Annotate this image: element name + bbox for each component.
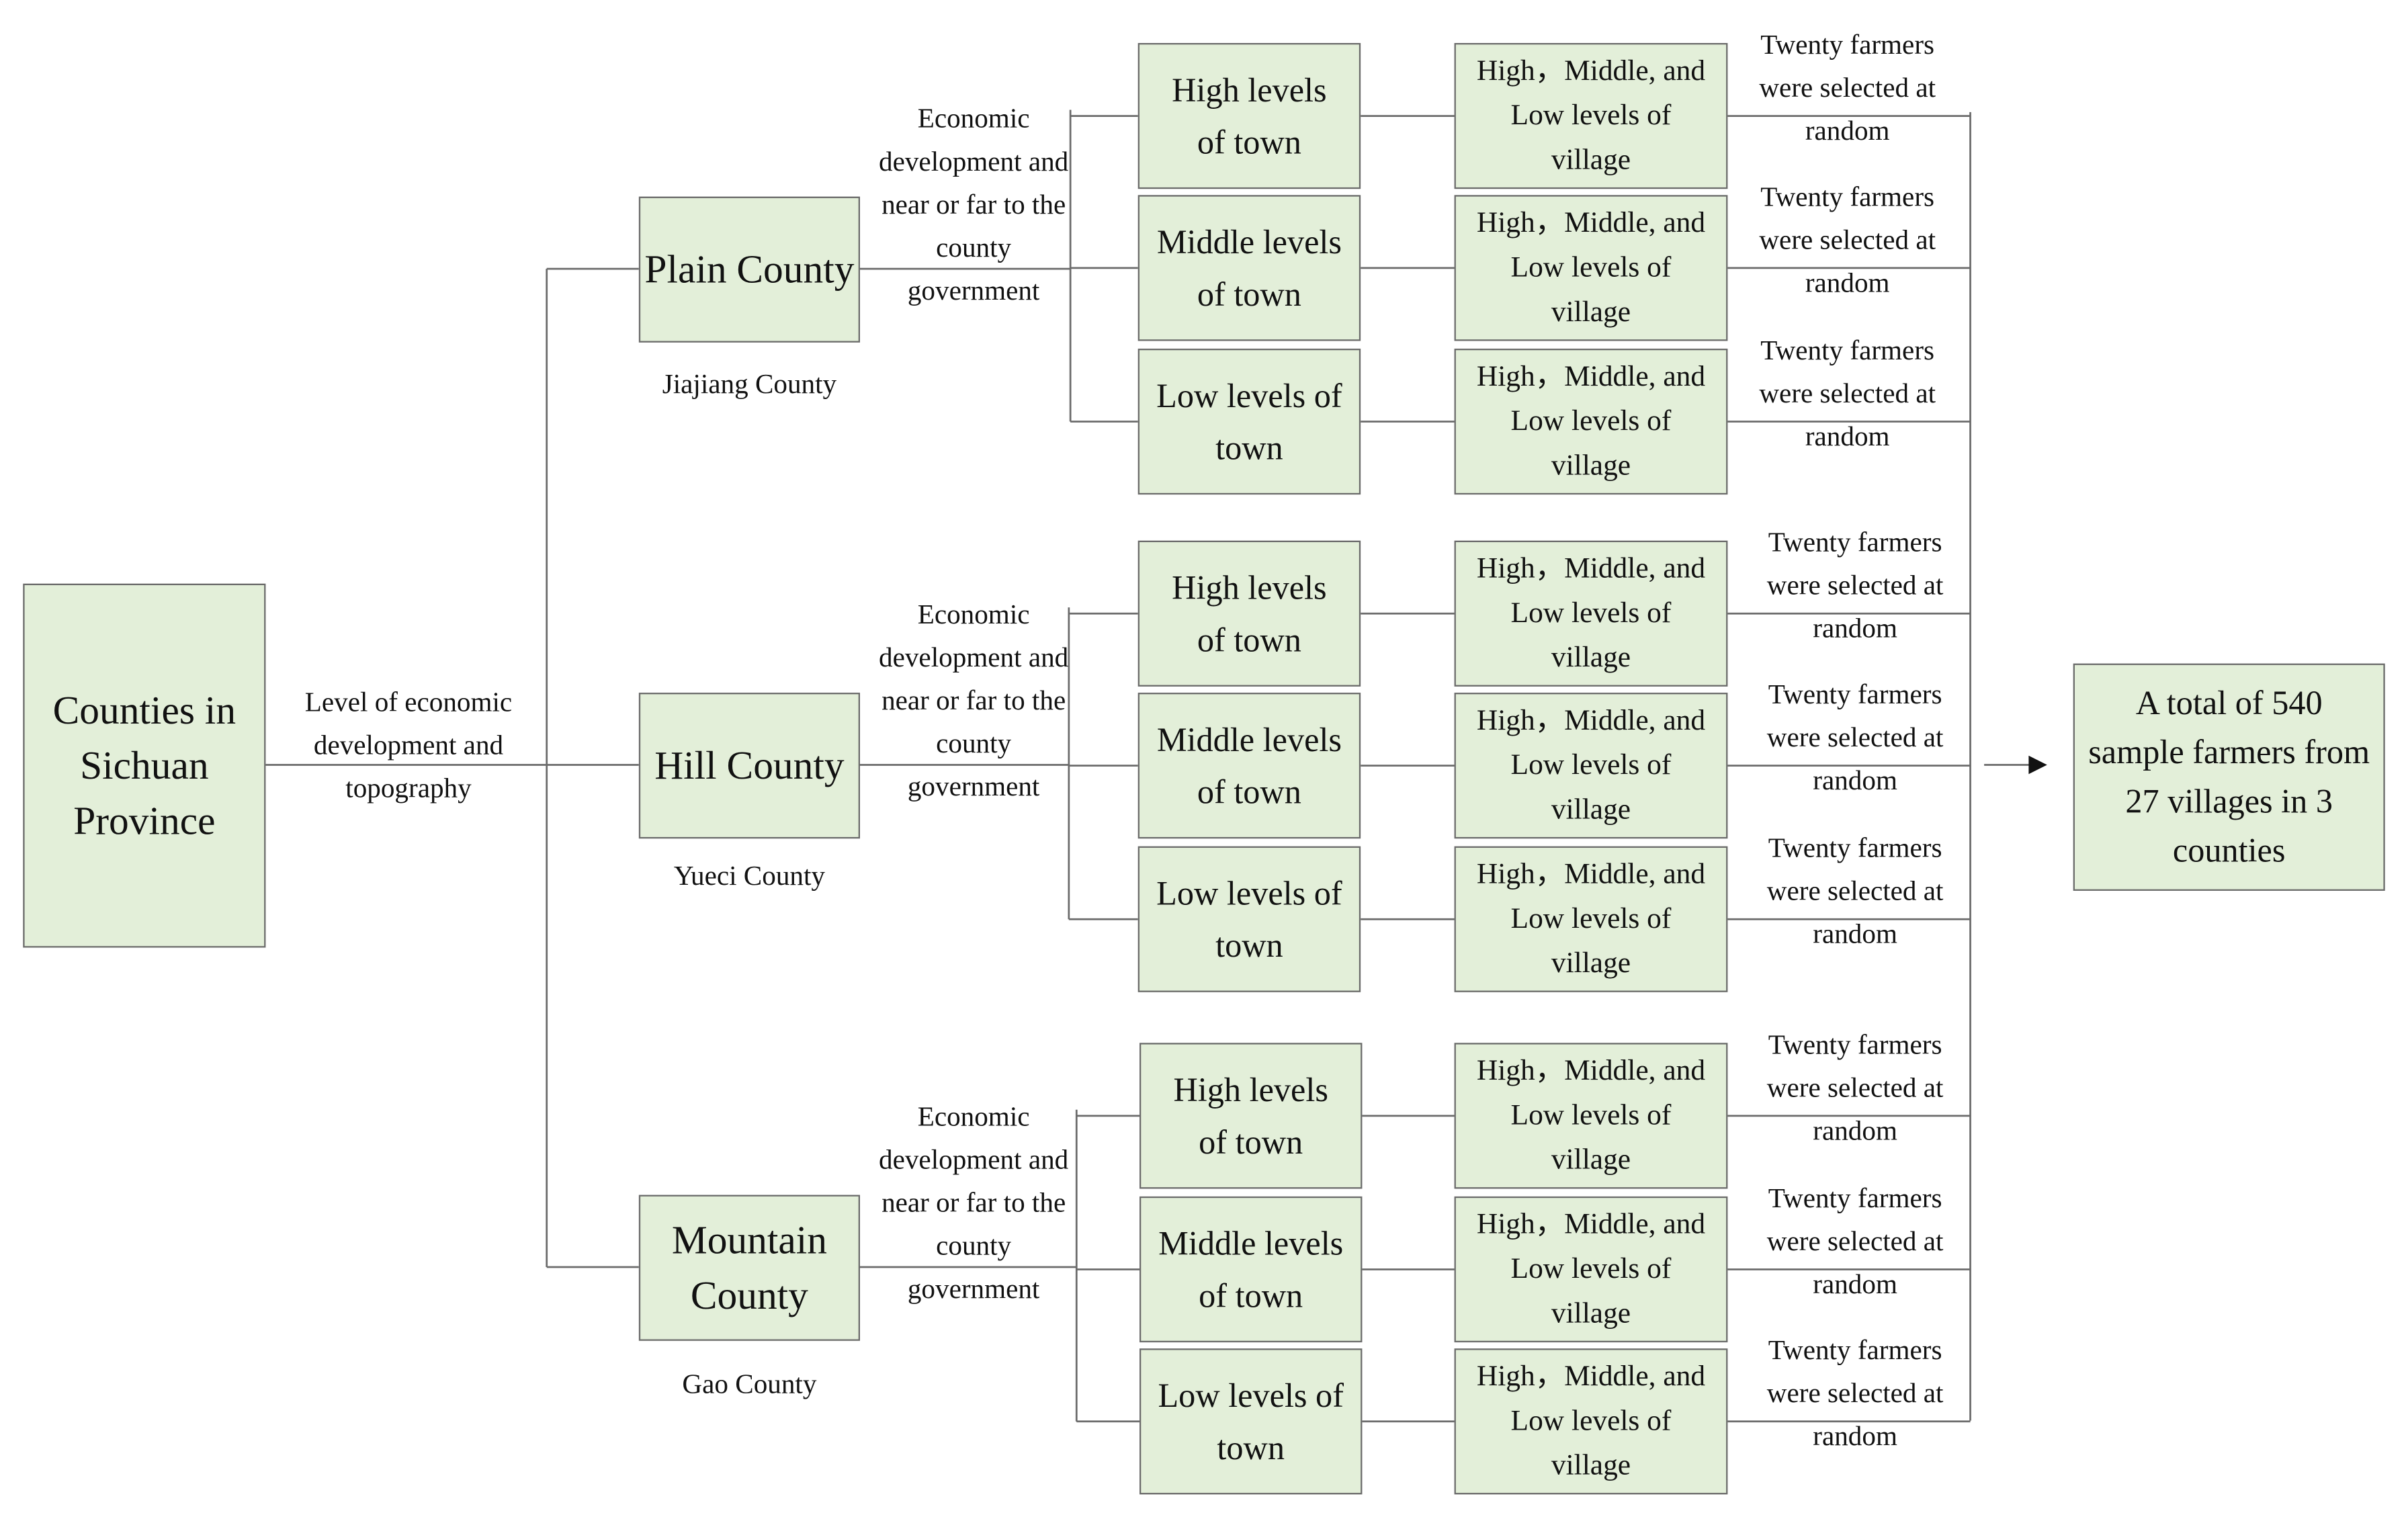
village-level-label: High，Middle, and Low levels of village bbox=[1476, 858, 1706, 980]
village-level-label: High，Middle, and Low levels of village bbox=[1476, 1360, 1706, 1483]
town-level-label: High levels of town bbox=[1172, 70, 1327, 161]
root-node-label: Counties in Sichuan Province bbox=[52, 687, 236, 842]
farmer-selection-note: Twenty farmers were selected at random bbox=[1766, 1182, 1944, 1300]
village-level-label: High，Middle, and Low levels of village bbox=[1476, 552, 1706, 675]
farmer-selection-note: Twenty farmers were selected at random bbox=[1759, 335, 1936, 452]
town-level-box: High levels of town bbox=[1137, 540, 1361, 687]
branch-criteria-label: Economic development and near or far to … bbox=[879, 599, 1069, 802]
farmer-selection-note: Twenty farmers were selected at random bbox=[1766, 679, 1944, 796]
county-box: Hill County bbox=[638, 693, 860, 839]
village-level-box: High，Middle, and Low levels of village bbox=[1454, 1348, 1728, 1495]
branch-criteria-label: Economic development and near or far to … bbox=[879, 103, 1069, 306]
county-type-label: Mountain County bbox=[671, 1217, 827, 1317]
town-level-label: Middle levels of town bbox=[1158, 1223, 1344, 1314]
town-level-label: High levels of town bbox=[1172, 567, 1327, 658]
root-node-box: Counties in Sichuan Province bbox=[23, 583, 266, 948]
county-box: Plain County bbox=[638, 196, 860, 343]
farmer-selection-note: Twenty farmers were selected at random bbox=[1766, 1029, 1944, 1146]
county-type-label: Plain County bbox=[644, 246, 855, 292]
village-level-label: High，Middle, and Low levels of village bbox=[1476, 1209, 1706, 1330]
village-level-box: High，Middle, and Low levels of village bbox=[1454, 1043, 1728, 1189]
result-node-label: A total of 540 sample farmers from 27 vi… bbox=[2088, 683, 2370, 869]
town-level-box: Middle levels of town bbox=[1137, 195, 1361, 341]
village-level-box: High，Middle, and Low levels of village bbox=[1454, 1196, 1728, 1343]
county-box: Mountain County bbox=[638, 1195, 860, 1341]
village-level-label: High，Middle, and Low levels of village bbox=[1476, 705, 1706, 826]
village-level-label: High，Middle, and Low levels of village bbox=[1476, 55, 1706, 177]
village-level-label: High，Middle, and Low levels of village bbox=[1476, 1055, 1706, 1177]
town-level-label: Middle levels of town bbox=[1156, 222, 1342, 313]
town-level-box: Middle levels of town bbox=[1137, 693, 1361, 839]
farmer-selection-note: Twenty farmers were selected at random bbox=[1766, 1334, 1944, 1452]
village-level-box: High，Middle, and Low levels of village bbox=[1454, 43, 1728, 189]
town-level-box: High levels of town bbox=[1139, 1043, 1363, 1189]
root-edge-label: Level of economic development and topogr… bbox=[304, 686, 513, 804]
town-level-label: High levels of town bbox=[1173, 1070, 1328, 1161]
town-level-box: High levels of town bbox=[1137, 43, 1361, 189]
town-level-label: Low levels of town bbox=[1156, 873, 1342, 964]
town-level-box: Low levels of town bbox=[1137, 846, 1361, 992]
village-level-label: High，Middle, and Low levels of village bbox=[1476, 361, 1706, 482]
village-level-box: High，Middle, and Low levels of village bbox=[1454, 693, 1728, 839]
village-level-box: High，Middle, and Low levels of village bbox=[1454, 540, 1728, 687]
farmer-selection-note: Twenty farmers were selected at random bbox=[1766, 832, 1944, 949]
county-name-label: Jiajiang County bbox=[662, 368, 837, 400]
town-level-label: Low levels of town bbox=[1156, 375, 1342, 466]
branch-criteria-label: Economic development and near or far to … bbox=[879, 1101, 1069, 1304]
result-node-box: A total of 540 sample farmers from 27 vi… bbox=[2073, 663, 2385, 891]
town-level-label: Low levels of town bbox=[1158, 1375, 1344, 1467]
town-level-box: Low levels of town bbox=[1139, 1348, 1363, 1495]
county-name-label: Yueci County bbox=[673, 860, 825, 891]
farmer-selection-note: Twenty farmers were selected at random bbox=[1759, 181, 1936, 298]
town-level-box: Low levels of town bbox=[1137, 348, 1361, 495]
farmer-selection-note: Twenty farmers were selected at random bbox=[1766, 527, 1944, 644]
arrow-head-icon bbox=[2028, 755, 2047, 775]
farmer-selection-note: Twenty farmers were selected at random bbox=[1759, 29, 1936, 146]
town-level-box: Middle levels of town bbox=[1139, 1196, 1363, 1343]
county-name-label: Gao County bbox=[682, 1368, 817, 1399]
village-level-box: High，Middle, and Low levels of village bbox=[1454, 195, 1728, 341]
town-level-label: Middle levels of town bbox=[1156, 720, 1342, 810]
village-level-label: High，Middle, and Low levels of village bbox=[1476, 207, 1706, 329]
village-level-box: High，Middle, and Low levels of village bbox=[1454, 348, 1728, 495]
county-type-label: Hill County bbox=[654, 742, 845, 787]
village-level-box: High，Middle, and Low levels of village bbox=[1454, 846, 1728, 992]
